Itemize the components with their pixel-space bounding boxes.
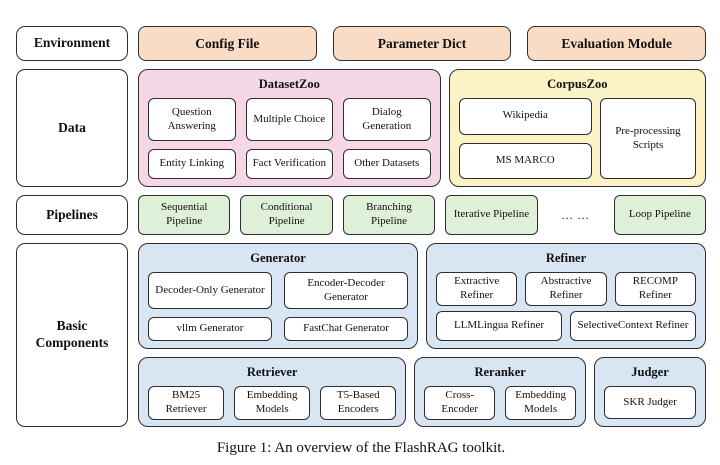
retriever-panel: Retriever BM25 Retriever Embedding Model… <box>138 357 407 427</box>
refiner-box: SelectiveContext Refiner <box>570 310 696 341</box>
reranker-box: Cross-Encoder <box>424 386 496 420</box>
corpus-box-preprocessing-scripts: Pre-processing Scripts <box>599 98 696 179</box>
pipeline-box: Branching Pipeline <box>342 195 436 235</box>
judger-grid: SKR Judger <box>604 386 696 419</box>
dataset-box: Question Answering <box>148 98 236 142</box>
refiner-box: Extractive Refiner <box>436 272 518 306</box>
generator-box: Decoder-Only Generator <box>148 272 272 310</box>
pipeline-box: Iterative Pipeline <box>445 195 538 235</box>
refiner-row-1: Extractive Refiner Abstractive Refiner R… <box>436 272 696 306</box>
pipeline-box: Conditional Pipeline <box>240 195 333 235</box>
pipeline-boxes: Sequential Pipeline Conditional Pipeline… <box>138 195 707 235</box>
basic-components-bottom: Retriever BM25 Retriever Embedding Model… <box>138 357 706 427</box>
environment-row: Environment Config File Parameter Dict E… <box>16 26 707 61</box>
datasetzoo-panel: DatasetZoo Question Answering Multiple C… <box>138 69 441 187</box>
row-label-environment: Environment <box>16 26 128 61</box>
judger-title: Judger <box>631 365 669 379</box>
pipeline-box: Sequential Pipeline <box>138 195 231 235</box>
refiner-box: LLMLingua Refiner <box>436 310 562 341</box>
refiner-body: Extractive Refiner Abstractive Refiner R… <box>436 272 696 341</box>
pipelines-ellipsis: ... ... <box>561 207 590 222</box>
corpuszoo-title: CorpusZoo <box>547 77 608 91</box>
reranker-title: Reranker <box>474 365 526 379</box>
judger-panel: Judger SKR Judger <box>594 357 706 427</box>
dataset-box: Fact Verification <box>245 149 334 179</box>
generator-panel: Generator Decoder-Only Generator Encoder… <box>138 243 418 349</box>
reranker-panel: Reranker Cross-Encoder Embedding Models <box>414 357 587 427</box>
retriever-title: Retriever <box>246 365 298 379</box>
refiner-box: Abstractive Refiner <box>525 272 607 306</box>
row-label-data: Data <box>16 69 128 187</box>
data-row: Data DatasetZoo Question Answering Multi… <box>16 69 706 187</box>
dataset-box: Multiple Choice <box>245 98 334 142</box>
datasetzoo-title: DatasetZoo <box>258 77 320 91</box>
figure-caption: Figure 1: An overview of the FlashRAG to… <box>216 440 506 456</box>
retriever-box: Embedding Models <box>234 386 311 420</box>
corpuszoo-body: Wikipedia MS MARCO Pre-processing Script… <box>458 98 696 179</box>
reranker-grid: Cross-Encoder Embedding Models <box>424 386 577 420</box>
generator-box: Encoder-Decoder Generator <box>284 272 408 310</box>
refiner-row-2: LLMLingua Refiner SelectiveContext Refin… <box>436 310 696 341</box>
corpus-box: Wikipedia <box>458 98 592 135</box>
retriever-box: BM25 Retriever <box>148 386 225 420</box>
dataset-box: Entity Linking <box>148 149 236 179</box>
reranker-box: Embedding Models <box>505 386 577 420</box>
env-box-evaluation-module: Evaluation Module <box>527 26 707 61</box>
data-panels: DatasetZoo Question Answering Multiple C… <box>138 69 706 187</box>
row-label-basic-components: Basic Components <box>16 243 128 427</box>
basic-components-panels: Generator Decoder-Only Generator Encoder… <box>138 243 706 427</box>
pipelines-row: Pipelines Sequential Pipeline Conditiona… <box>16 195 707 235</box>
basic-components-top: Generator Decoder-Only Generator Encoder… <box>138 243 706 349</box>
corpuszoo-left-column: Wikipedia MS MARCO <box>458 98 592 179</box>
corpuszoo-panel: CorpusZoo Wikipedia MS MARCO Pre-process… <box>448 69 706 187</box>
retriever-box: T5-Based Encoders <box>320 386 397 420</box>
env-box-config-file: Config File <box>138 26 317 61</box>
refiner-title: Refiner <box>545 251 587 265</box>
basic-components-row: Basic Components Generator Decoder-Only … <box>16 243 706 427</box>
pipeline-box-loop: Loop Pipeline <box>613 195 707 235</box>
retriever-grid: BM25 Retriever Embedding Models T5-Based… <box>148 386 397 420</box>
refiner-box: RECOMP Refiner <box>614 272 696 306</box>
row-label-pipelines: Pipelines <box>16 195 128 235</box>
dataset-box: Dialog Generation <box>343 98 431 142</box>
generator-box: FastChat Generator <box>284 317 408 341</box>
env-box-parameter-dict: Parameter Dict <box>332 26 512 61</box>
dataset-box: Other Datasets <box>343 149 431 179</box>
refiner-panel: Refiner Extractive Refiner Abstractive R… <box>426 243 706 349</box>
datasetzoo-grid: Question Answering Multiple Choice Dialo… <box>148 98 431 179</box>
environment-boxes: Config File Parameter Dict Evaluation Mo… <box>138 26 707 61</box>
generator-grid: Decoder-Only Generator Encoder-Decoder G… <box>148 272 408 341</box>
generator-title: Generator <box>250 251 306 265</box>
judger-box: SKR Judger <box>604 386 696 419</box>
corpus-box: MS MARCO <box>458 142 592 179</box>
generator-box: vllm Generator <box>148 317 272 341</box>
